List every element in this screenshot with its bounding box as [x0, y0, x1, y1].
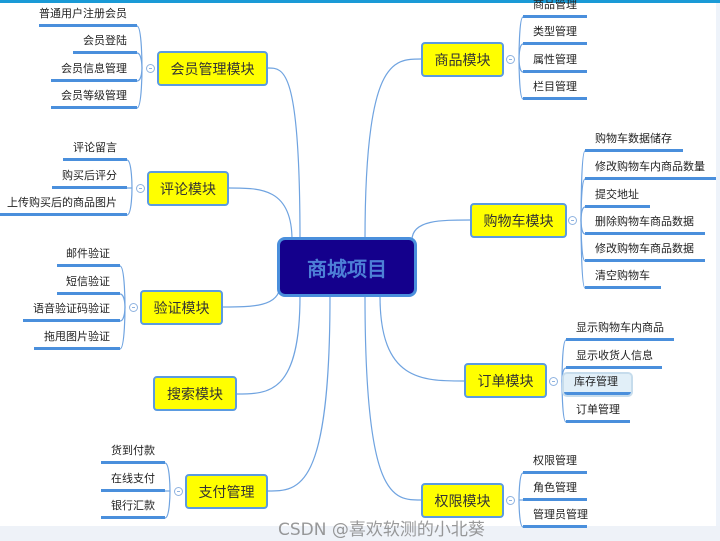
leaf-cart-5[interactable]: 修改购物车商品数据 — [585, 241, 705, 262]
branch-connector — [518, 58, 524, 100]
main-connector — [411, 219, 471, 241]
leaf-cart-4[interactable]: 删除购物车商品数据 — [585, 214, 705, 235]
leaf-member-1[interactable]: 普通用户注册会员 — [39, 6, 137, 27]
module-comment[interactable]: 评论模块 — [147, 171, 229, 206]
bottom-bar — [0, 526, 720, 541]
leaf-product-1[interactable]: 商品管理 — [523, 0, 587, 18]
leaf-comment-2[interactable]: 购买后评分 — [52, 168, 127, 189]
leaf-member-3[interactable]: 会员信息管理 — [51, 61, 137, 82]
main-connector — [364, 58, 422, 241]
leaf-payment-1[interactable]: 货到付款 — [101, 443, 165, 464]
top-border — [0, 0, 720, 3]
branch-connector — [561, 380, 567, 423]
main-connector — [267, 67, 301, 241]
branch-connector — [580, 206, 586, 221]
leaf-verify-4[interactable]: 拖甩图片验证 — [34, 329, 120, 350]
leaf-product-4[interactable]: 栏目管理 — [523, 79, 587, 100]
watermark: CSDN @喜欢软测的小北葵 — [278, 520, 485, 540]
main-connector — [364, 295, 422, 501]
collapse-icon[interactable] — [174, 487, 183, 496]
leaf-order-1[interactable]: 显示购物车内商品 — [566, 320, 674, 341]
main-connector — [379, 295, 465, 382]
branch-connector — [119, 306, 126, 350]
leaf-verify-1[interactable]: 邮件验证 — [57, 246, 120, 267]
leaf-product-3[interactable]: 属性管理 — [523, 52, 587, 73]
module-search[interactable]: 搜索模块 — [153, 376, 237, 411]
leaf-permission-3[interactable]: 管理员管理 — [523, 507, 588, 528]
leaf-cart-3[interactable]: 提交地址 — [585, 187, 650, 208]
leaf-comment-1[interactable]: 评论留言 — [63, 140, 127, 161]
leaf-order-2[interactable]: 显示收货人信息 — [566, 348, 662, 369]
branch-connector — [136, 67, 143, 109]
main-connector — [222, 284, 281, 308]
module-order[interactable]: 订单模块 — [464, 363, 547, 398]
leaf-verify-2[interactable]: 短信验证 — [57, 274, 120, 295]
main-connector — [236, 295, 301, 395]
leaf-comment-3[interactable]: 上传购买后的商品图片 — [0, 195, 127, 216]
branch-connector — [518, 499, 524, 528]
leaf-payment-2[interactable]: 在线支付 — [101, 471, 165, 492]
leaf-cart-2[interactable]: 修改购物车内商品数量 — [585, 159, 716, 180]
branch-connector — [164, 490, 171, 519]
branch-connector — [518, 43, 524, 60]
leaf-verify-3[interactable]: 语音验证码验证 — [23, 301, 120, 322]
central-topic[interactable]: 商城项目 — [277, 237, 417, 297]
leaf-member-4[interactable]: 会员等级管理 — [51, 88, 137, 109]
collapse-icon[interactable] — [129, 303, 138, 312]
collapse-icon[interactable] — [146, 64, 155, 73]
leaf-permission-2[interactable]: 角色管理 — [523, 480, 587, 501]
collapse-icon[interactable] — [568, 216, 577, 225]
module-member[interactable]: 会员管理模块 — [157, 51, 268, 86]
main-connector — [267, 295, 331, 492]
branch-connector — [136, 52, 143, 69]
branch-connector — [126, 159, 133, 189]
branch-connector — [126, 187, 133, 216]
leaf-member-2[interactable]: 会员登陆 — [73, 33, 137, 54]
module-permission[interactable]: 权限模块 — [421, 483, 504, 518]
branch-connector — [561, 367, 567, 382]
module-product[interactable]: 商品模块 — [421, 42, 504, 77]
scrollbar-track[interactable] — [716, 3, 720, 541]
collapse-icon[interactable] — [506, 55, 515, 64]
branch-connector — [164, 462, 171, 492]
branch-connector — [580, 219, 586, 289]
leaf-cart-1[interactable]: 购物车数据储存 — [585, 131, 683, 152]
leaf-order-3-selected[interactable]: 库存管理 — [562, 372, 633, 397]
leaf-product-2[interactable]: 类型管理 — [523, 24, 587, 45]
module-cart[interactable]: 购物车模块 — [470, 203, 567, 238]
collapse-icon[interactable] — [136, 184, 145, 193]
branch-connector — [518, 472, 524, 501]
collapse-icon[interactable] — [549, 377, 558, 386]
collapse-icon[interactable] — [506, 496, 515, 505]
leaf-permission-1[interactable]: 权限管理 — [523, 453, 587, 474]
module-verify[interactable]: 验证模块 — [140, 290, 223, 325]
leaf-order-4[interactable]: 订单管理 — [566, 402, 630, 423]
main-connector — [228, 187, 293, 241]
leaf-payment-3[interactable]: 银行汇款 — [101, 498, 165, 519]
module-payment[interactable]: 支付管理 — [185, 474, 268, 509]
leaf-cart-6[interactable]: 清空购物车 — [585, 268, 661, 289]
branch-connector — [119, 293, 126, 308]
